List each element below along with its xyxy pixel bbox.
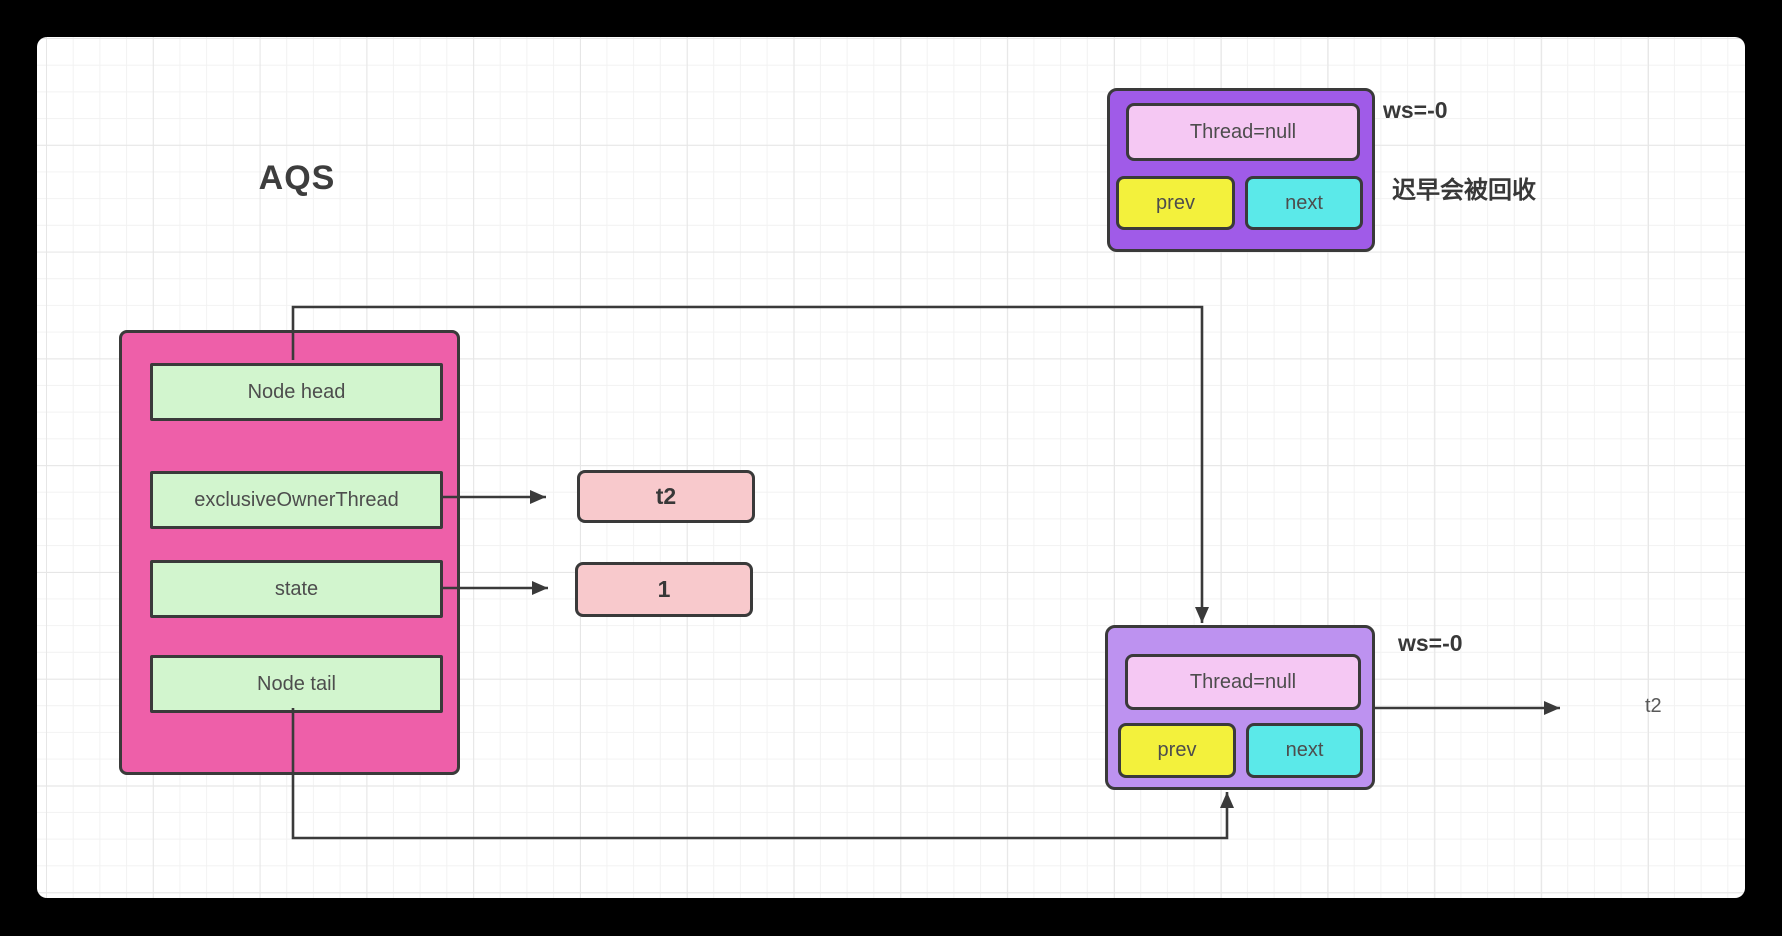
state-value-box: 1 xyxy=(575,562,753,617)
diagram-canvas: AQS Node head exclusiveOwnerThread state… xyxy=(37,37,1745,898)
aqs-title: AQS xyxy=(258,159,336,197)
thread-field: Thread=null xyxy=(1125,654,1361,710)
t2-target-label: t2 xyxy=(1645,695,1662,717)
field-node-head: Node head xyxy=(150,363,443,421)
tail-node: Thread=null prev next xyxy=(1105,625,1375,790)
next-field: next xyxy=(1245,176,1363,230)
prev-field: prev xyxy=(1118,723,1236,778)
field-exclusive-owner-thread: exclusiveOwnerThread xyxy=(150,471,443,529)
ws-label-tail: ws=-0 xyxy=(1398,630,1463,656)
prev-field: prev xyxy=(1116,176,1235,230)
field-state: state xyxy=(150,560,443,618)
next-field: next xyxy=(1246,723,1363,778)
recycled-note: 迟早会被回收 xyxy=(1392,177,1536,204)
thread-field: Thread=null xyxy=(1126,103,1360,161)
aqs-container: Node head exclusiveOwnerThread state Nod… xyxy=(119,330,460,775)
recycled-node: Thread=null prev next xyxy=(1107,88,1375,252)
ws-label-recycled: ws=-0 xyxy=(1383,97,1448,123)
field-node-tail: Node tail xyxy=(150,655,443,713)
owner-thread-value-box: t2 xyxy=(577,470,755,523)
